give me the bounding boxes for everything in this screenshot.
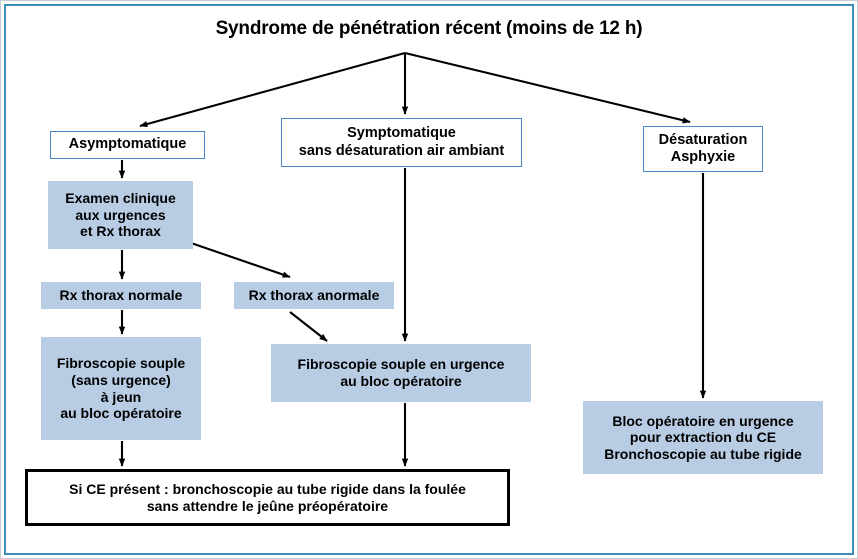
node-fibroscopie-souple-en-urgence[interactable]: Fibroscopie souple en urgence au bloc op…: [271, 344, 531, 402]
node-si-ce-present[interactable]: Si CE présent : bronchoscopie au tube ri…: [25, 469, 510, 526]
node-desaturation-asphyxie[interactable]: Désaturation Asphyxie: [643, 126, 763, 172]
node-symptomatique[interactable]: Symptomatique sans désaturation air ambi…: [281, 118, 522, 167]
node-examen-clinique[interactable]: Examen clinique aux urgences et Rx thora…: [48, 181, 193, 249]
edge-root-to-asymptomatique: [139, 51, 406, 128]
node-rx-thorax-normale[interactable]: Rx thorax normale: [41, 282, 201, 309]
page-title: Syndrome de pénétration récent (moins de…: [215, 18, 643, 39]
node-asymptomatique[interactable]: Asymptomatique: [50, 131, 205, 159]
node-fibroscopie-souple-sans-urgence[interactable]: Fibroscopie souple (sans urgence) à jeun…: [41, 337, 201, 440]
node-rx-thorax-anormale[interactable]: Rx thorax anormale: [234, 282, 394, 309]
edge-examen-to-rx-anormale: [190, 242, 291, 278]
node-bloc-operatoire-en-urgence[interactable]: Bloc opératoire en urgence pour extracti…: [583, 401, 823, 474]
edge-root-to-desaturation: [404, 51, 691, 124]
edge-rx-anormale-to-fibroscopie-urgence: [289, 311, 328, 342]
